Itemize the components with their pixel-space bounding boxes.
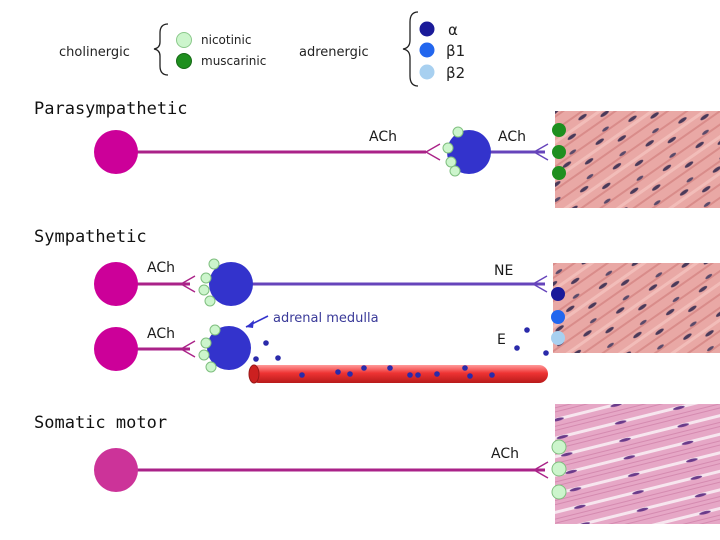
beta2-label: β2 [446,64,465,82]
epinephrine-molecule [275,355,281,361]
nicotinic-receptor [208,258,220,270]
synapse-chevron [424,143,441,161]
smooth-muscle-tissue-image [555,111,720,208]
epinephrine-molecule [462,365,468,371]
alpha-receptor [551,287,565,301]
muscarinic-receptor [552,145,566,159]
postganglionic-soma [447,130,491,174]
cholinergic-brace [153,23,169,76]
somatic-motor-title: Somatic motor [34,413,167,433]
adrenal-arrow-head [246,320,254,328]
epinephrine-molecule [524,327,530,333]
muscarinic-receptor [552,166,566,180]
nicotinic-receptor [209,324,221,336]
legend: cholinergic nicotinic muscarinic adrener… [59,11,465,87]
sympathetic-title: Sympathetic [34,227,147,247]
synapse-chevron [531,275,548,293]
adrenergic-brace [402,11,419,87]
blood-neurotransmitter: E [497,332,506,348]
epinephrine-molecule [263,340,269,346]
nicotinic-receptor [204,295,216,307]
preganglionic-soma [94,262,138,306]
epinephrine-molecule [415,372,421,378]
nicotinic-receptor [445,156,457,168]
nicotinic-receptor [442,142,454,154]
nicotinic-receptor [198,349,210,361]
smooth-muscle-tissue-image [553,263,720,353]
beta1-receptor [551,310,565,324]
motor-neuron-soma [94,448,138,492]
beta1-receptor-swatch [419,42,435,58]
parasympathetic-title: Parasympathetic [34,99,188,119]
preganglionic-soma [94,130,138,174]
nicotinic-label: nicotinic [201,33,251,47]
nicotinic-receptor [551,439,567,455]
muscarinic-label: muscarinic [201,54,266,68]
epinephrine-molecule [361,365,367,371]
nicotinic-receptor [205,361,217,373]
adrenal-chromaffin-cell [207,326,251,370]
epinephrine-molecule [543,350,549,356]
nicotinic-receptor [551,484,567,500]
epinephrine-molecule [514,345,520,351]
ganglion-neurotransmitter-lower: ACh [147,326,175,342]
postganglionic-soma [209,262,253,306]
nicotinic-receptor [452,126,464,138]
target-neurotransmitter: ACh [491,446,519,462]
ganglion-neurotransmitter: ACh [369,129,397,145]
beta2-receptor-swatch [419,64,435,80]
epinephrine-molecules [253,327,549,379]
nicotinic-receptor [551,461,567,477]
epinephrine-molecule [489,372,495,378]
alpha-receptor-swatch [419,21,435,37]
blood-vessel-end [248,364,260,384]
synapse-chevron [532,461,549,479]
preganglionic-soma [94,327,138,371]
synapse-chevron [179,340,196,358]
epinephrine-molecule [253,356,259,362]
skeletal-muscle-tissue-image [555,404,720,524]
nicotinic-receptor-swatch [176,32,192,48]
somatic-motor-pathway: Somatic motor ACh [34,404,720,524]
epinephrine-molecule [347,371,353,377]
epinephrine-molecule [335,369,341,375]
target-neurotransmitter: NE [494,263,513,279]
epinephrine-molecule [434,371,440,377]
nicotinic-receptor [449,165,461,177]
epinephrine-molecule [387,365,393,371]
alpha-label: α [448,21,458,39]
muscarinic-receptor [552,123,566,137]
target-neurotransmitter: ACh [498,129,526,145]
beta2-receptor [551,331,565,345]
sympathetic-pathway: Sympathetic ACh NE ACh adrenal medulla [34,227,720,384]
nicotinic-receptor [200,337,212,349]
adrenal-medulla-label: adrenal medulla [273,311,379,326]
adrenergic-label: adrenergic [299,45,369,60]
epinephrine-molecule [407,372,413,378]
beta1-label: β1 [446,42,465,60]
epinephrine-molecule [299,372,305,378]
blood-vessel [250,365,548,383]
cholinergic-label: cholinergic [59,45,130,60]
synapse-chevron [179,275,196,293]
nicotinic-receptor [200,272,212,284]
synapse-chevron [532,143,549,161]
nicotinic-receptor [198,284,210,296]
epinephrine-molecule [467,373,473,379]
ganglion-neurotransmitter-upper: ACh [147,260,175,276]
parasympathetic-pathway: Parasympathetic ACh ACh [34,99,720,208]
muscarinic-receptor-swatch [176,53,192,69]
